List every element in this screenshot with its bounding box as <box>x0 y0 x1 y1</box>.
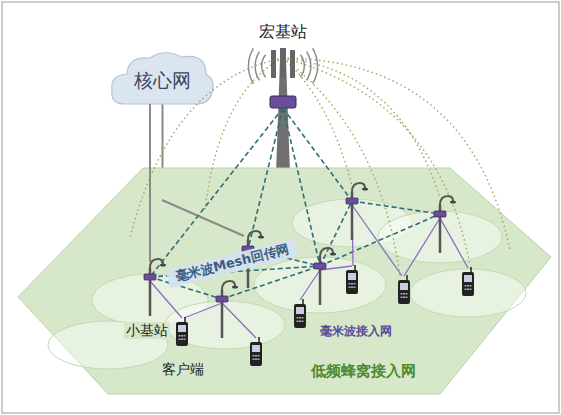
client-phone <box>346 265 358 294</box>
mmwave-access-link <box>150 281 182 318</box>
node-text: 宏基站 <box>255 22 311 41</box>
mmwave-access-link <box>440 218 468 268</box>
mmwave-access-link <box>150 205 468 338</box>
client-phone <box>462 267 474 296</box>
core-network-line <box>149 104 151 262</box>
mesh-backhaul-link <box>352 201 440 214</box>
antenna-panel <box>280 48 286 78</box>
core-network-line <box>150 104 244 262</box>
cloud-shape <box>112 53 213 104</box>
low-band-cellular-link <box>205 58 283 210</box>
core-network-line <box>162 200 244 236</box>
node-text: 核心网 <box>134 69 191 92</box>
small-base-station <box>144 259 166 316</box>
part-label: 客户端 <box>160 361 206 378</box>
antenna-wave <box>307 52 311 81</box>
antenna-wave <box>313 48 318 83</box>
antenna-wave <box>300 55 304 77</box>
mmwave-access-link <box>300 270 320 300</box>
label-holder: 小基站 <box>124 320 170 339</box>
mmwave-access-link <box>352 205 402 276</box>
low-band-cellular-link <box>283 58 510 250</box>
low-band-cellular-link <box>130 58 510 276</box>
label-holder: 客户端 <box>160 359 206 378</box>
client-phone <box>176 265 474 366</box>
mesh-backhaul-link <box>150 108 440 299</box>
coverage-area <box>165 301 285 349</box>
mesh-backhaul-link <box>248 108 283 249</box>
client-phone <box>294 299 306 328</box>
network-label: 毫米波接入网 <box>318 324 394 338</box>
antenna-panel <box>271 50 276 78</box>
client-phone <box>250 337 262 366</box>
label-holder: 毫米波接入网 <box>318 320 394 339</box>
low-band-cellular-link <box>130 58 283 238</box>
small-base-station <box>434 196 456 253</box>
mmwave-access-link <box>404 218 440 276</box>
antenna-panel <box>271 48 295 78</box>
client-phone <box>398 275 410 304</box>
mesh-backhaul-link <box>222 266 320 299</box>
part-label: 小基站 <box>124 322 170 339</box>
small-base-station <box>144 183 456 338</box>
low-band-cellular-link <box>283 58 470 266</box>
antenna-wave <box>255 52 259 81</box>
mesh-backhaul-link <box>283 108 352 201</box>
mesh-backhaul-link <box>320 201 352 266</box>
antenna-wave <box>262 55 266 77</box>
node-text: 低频蜂窝接入网 <box>308 362 419 380</box>
mesh-backhaul-link <box>320 214 440 266</box>
small-base-station <box>314 248 336 305</box>
mmwave-access-link <box>222 303 256 338</box>
cloud-node: 核心网 <box>110 50 215 104</box>
macro-radio-unit <box>270 96 296 108</box>
low-band-cellular-link <box>283 58 400 276</box>
antenna-wave <box>248 48 253 83</box>
mmwave-access-link <box>184 303 222 318</box>
small-base-station <box>346 183 368 240</box>
small-base-station <box>216 281 238 338</box>
antenna-panel <box>290 50 295 78</box>
client-phone <box>176 317 188 346</box>
antenna-wave <box>248 48 317 83</box>
hexagon-ground <box>18 168 551 394</box>
